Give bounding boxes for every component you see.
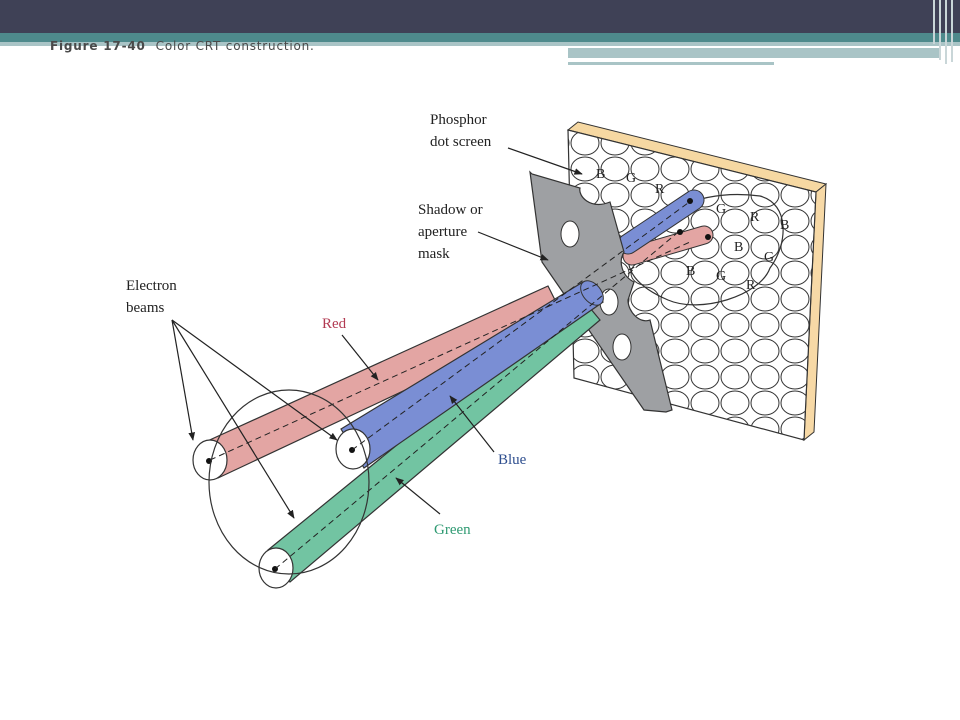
green-beam-label: Green [434,522,471,538]
header-dark-band [0,0,960,33]
slide-header [0,0,960,65]
blue-beam-segment-fill [618,190,704,254]
header-light-band [0,42,960,46]
figure-number: Figure 17-40 [50,39,146,53]
phosphor-label-line1: Phosphor [430,112,487,128]
phosphor-dot-b: B [596,167,605,182]
figure-caption-text: Color CRT construction. [155,39,315,53]
figure-caption: Figure 17-40 Color CRT construction. [50,39,315,53]
blue-beam-label: Blue [498,452,527,468]
header-decor-lines [933,0,953,64]
mask-to-screen-beams [617,189,714,266]
beams-label-line2: beams [126,300,164,316]
phosphor-label-line2: dot screen [430,134,492,150]
phosphor-dot-g: G [626,171,636,186]
electron-beams [192,202,691,589]
red-beam-label: Red [322,316,347,332]
red-beam-centerline [209,241,691,461]
phosphor-dot-r: R [655,182,665,197]
beam-leader-blue [171,319,338,441]
mask-label-line1: Shadow or [418,202,483,218]
red-dot-marker [705,234,711,240]
beam-leader-green [171,319,295,519]
phosphor-leader [507,147,583,175]
green-beam-centerline [274,233,677,570]
phosphor-dot-g: G [764,250,774,265]
header-right-thin-bar [568,62,774,65]
diagram-labels: Phosphor dot screen Shadow or aperture m… [126,112,527,538]
blue-dot-marker [687,198,693,204]
phosphor-dot-r: R [746,278,756,293]
green-dot-marker [677,229,683,235]
header-right-bar [568,48,940,58]
red-beam-segment-fill [623,226,713,265]
phosphor-dot-b: B [780,218,789,233]
phosphor-dot-b: B [686,264,695,279]
mask-label-line3: mask [418,246,450,262]
mask-hole [612,333,632,361]
phosphor-dot-b: B [734,240,743,255]
red-leader [341,334,379,381]
header-teal-band [0,33,960,42]
mask-label-line2: aperture [418,224,467,240]
blue-leader [449,395,495,453]
mask-hole [560,220,580,248]
label-leaders [171,147,583,519]
beams-label-line1: Electron [126,278,177,294]
phosphor-dot-g: G [716,269,726,284]
green-leader [395,477,441,515]
phosphor-dot-g: G [716,202,726,217]
phosphor-dot-letters: B G R G R B B G B G R [596,167,789,293]
beam-leader-red [171,319,196,441]
electron-gun-outline [208,389,370,575]
phosphor-dot-r: R [750,210,760,225]
mask-leader [477,231,549,261]
